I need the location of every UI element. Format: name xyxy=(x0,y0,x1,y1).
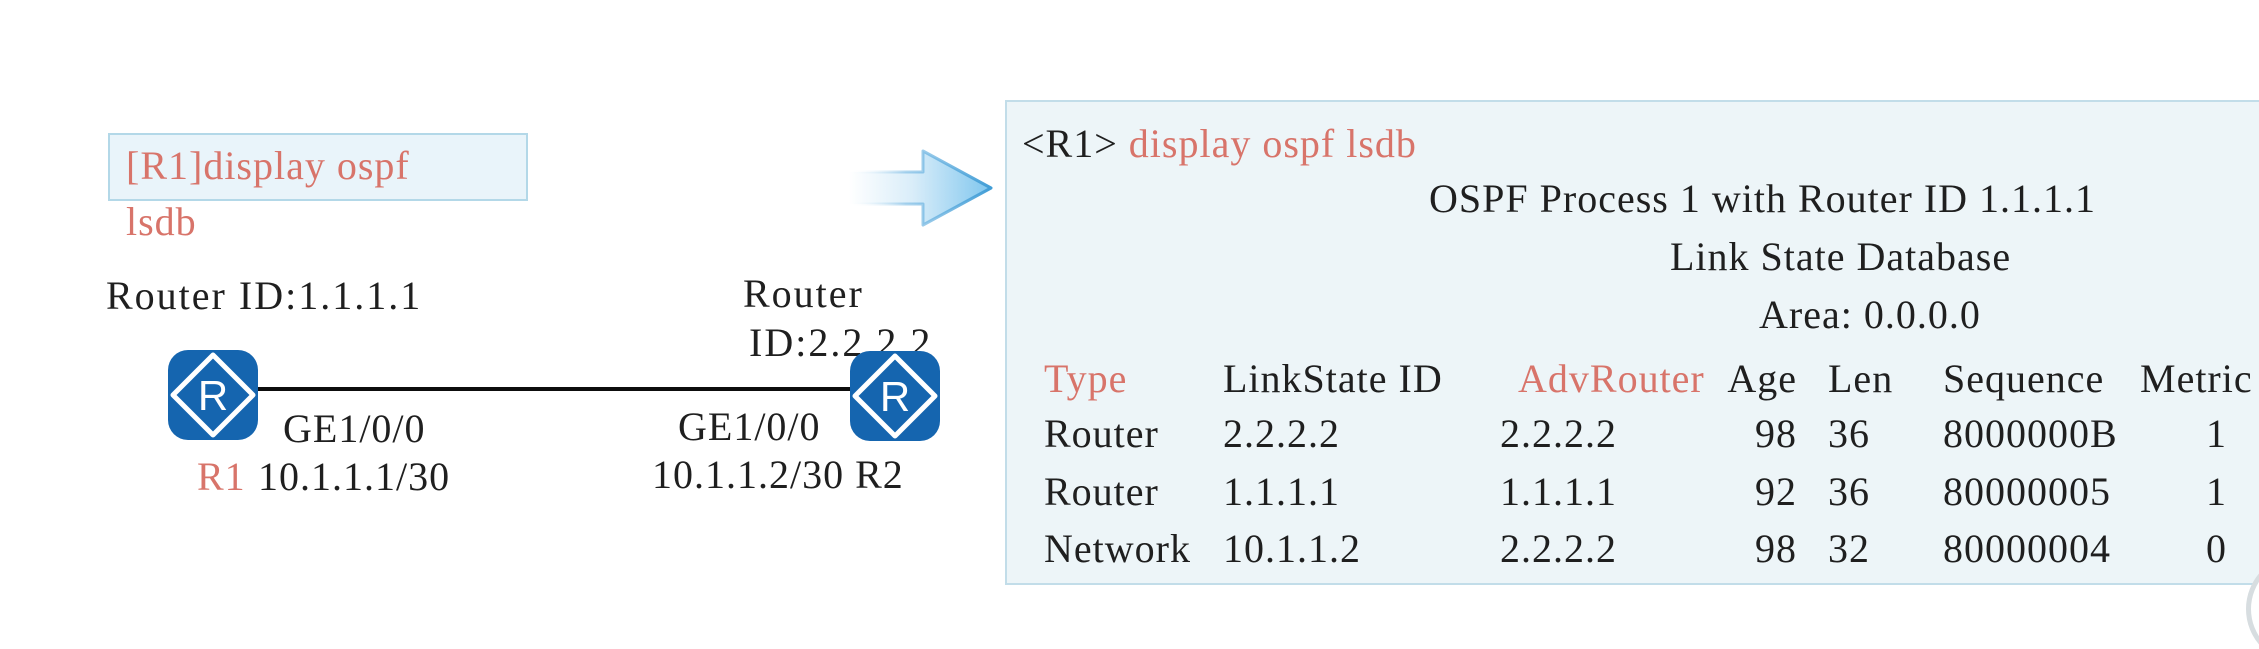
lsdb-cell: 8000000B xyxy=(1943,411,2118,456)
terminal-prompt: <R1> xyxy=(1022,121,1118,166)
lsdb-header-type: Type xyxy=(1044,356,1128,401)
r1-interface-label: GE1/0/0 xyxy=(283,406,426,451)
command-callout-box: [R1]display ospf xyxy=(108,133,528,201)
r2-interface-label: GE1/0/0 xyxy=(678,404,821,449)
lsdb-cell: 80000005 xyxy=(1943,468,2111,514)
lsdb-header-advrouter: AdvRouter xyxy=(1518,356,1705,401)
lsdb-header-row: Type LinkState ID AdvRouter Age Len Sequ… xyxy=(1007,355,2259,405)
lsdb-row: Router 1.1.1.1 1.1.1.1 92 36 80000005 1 xyxy=(1007,468,2259,518)
lsdb-cell: 2.2.2.2 xyxy=(1223,411,1340,456)
r1-ip-label: 10.1.1.1/30 xyxy=(258,454,451,499)
svg-text:R: R xyxy=(880,373,910,420)
ospf-process-line: OSPF Process 1 with Router ID 1.1.1.1 xyxy=(1429,176,2097,221)
lsdb-cell: 36 xyxy=(1828,468,1870,514)
r1-router-id-label: Router ID:1.1.1.1 xyxy=(106,273,423,318)
lsdb-title-line: Link State Database xyxy=(1670,234,2012,279)
lsdb-cell: 92 xyxy=(1755,468,1797,514)
lsdb-cell: 1.1.1.1 xyxy=(1223,468,1340,514)
lsdb-cell: Router xyxy=(1044,468,1159,514)
lsdb-cell: 98 xyxy=(1755,526,1797,571)
lsdb-cell: 98 xyxy=(1755,411,1797,456)
command-callout-line1: [R1]display ospf xyxy=(126,143,410,188)
lsdb-cell: 2.2.2.2 xyxy=(1500,411,1617,456)
terminal-command: display ospf lsdb xyxy=(1117,121,1417,166)
lsdb-header-metric: Metric xyxy=(2140,356,2253,401)
lsdb-header-linkstate: LinkState ID xyxy=(1223,356,1443,401)
lsdb-cell: 0 xyxy=(2206,526,2227,571)
r2-router-id-label: Router ID:2.2.2.2 xyxy=(743,269,932,367)
lsdb-cell: 1 xyxy=(2206,411,2227,456)
lsdb-cell: 80000004 xyxy=(1943,526,2111,571)
lsdb-cell: 2.2.2.2 xyxy=(1500,526,1617,571)
lsdb-header-len: Len xyxy=(1828,356,1894,401)
lsdb-cell: 10.1.1.2 xyxy=(1223,526,1361,571)
lsdb-cell: 36 xyxy=(1828,411,1870,456)
lsdb-cell: 1.1.1.1 xyxy=(1500,468,1617,514)
r1-name-label: R1 xyxy=(197,454,246,499)
terminal-panel: <R1> display ospf lsdb OSPF Process 1 wi… xyxy=(1005,100,2259,585)
lsdb-header-sequence: Sequence xyxy=(1943,356,2105,401)
lsdb-cell: Network xyxy=(1044,526,1191,571)
lsdb-cell: 32 xyxy=(1828,526,1870,571)
r2-ip-name-label: 10.1.1.2/30 R2 xyxy=(652,452,904,497)
router-r1-icon: R xyxy=(168,350,258,440)
router-r2-icon: R xyxy=(850,351,940,441)
command-callout-line2: lsdb xyxy=(126,199,197,244)
area-line: Area: 0.0.0.0 xyxy=(1759,292,1981,337)
lsdb-cell: Router xyxy=(1044,411,1159,456)
svg-text:R: R xyxy=(198,372,228,419)
terminal-command-line: <R1> display ospf lsdb xyxy=(1022,120,1417,167)
r2-router-id-line1: Router xyxy=(743,271,864,316)
lsdb-cell: 1 xyxy=(2206,468,2227,514)
lsdb-row: Network 10.1.1.2 2.2.2.2 98 32 80000004 0 xyxy=(1007,525,2259,575)
ethernet-link xyxy=(256,387,854,391)
lsdb-header-age: Age xyxy=(1727,356,1797,401)
lsdb-row: Router 2.2.2.2 2.2.2.2 98 36 8000000B 1 xyxy=(1007,410,2259,460)
flow-arrow-icon xyxy=(847,149,993,227)
